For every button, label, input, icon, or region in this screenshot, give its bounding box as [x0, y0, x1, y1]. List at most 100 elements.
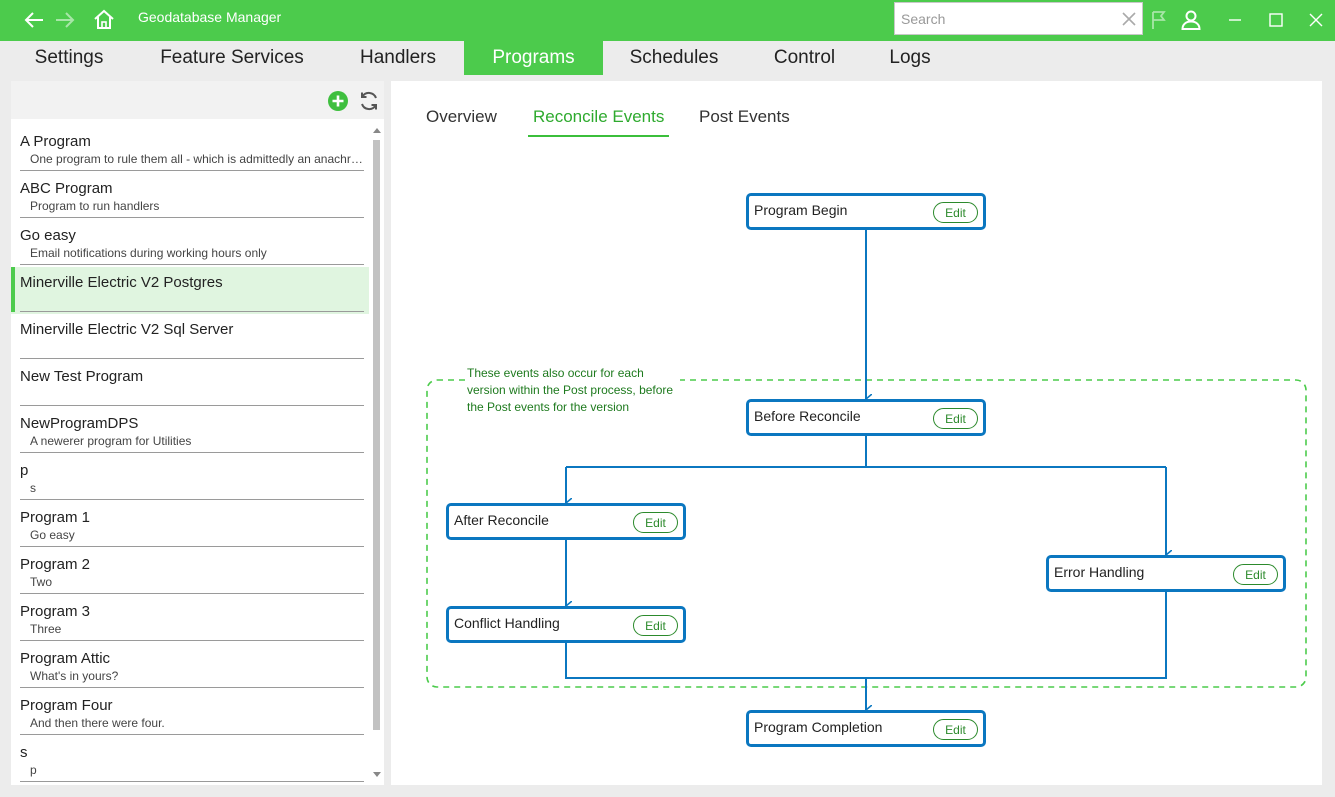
program-list-panel: A Program One program to rule them all -… — [11, 81, 384, 785]
add-circle-icon[interactable] — [326, 89, 350, 113]
divider — [20, 358, 364, 359]
program-description: Three — [30, 622, 365, 636]
node-after-reconcile[interactable]: After Reconcile Edit — [446, 503, 686, 540]
program-list: A Program One program to rule them all -… — [11, 121, 369, 781]
program-name: s — [20, 744, 28, 761]
list-scrollbar[interactable] — [372, 126, 381, 781]
program-description: Go easy — [30, 528, 365, 542]
search-input[interactable] — [895, 3, 1115, 34]
program-description: One program to rule them all - which is … — [30, 152, 365, 166]
program-description: Two — [30, 575, 365, 589]
arrow-left-icon[interactable] — [22, 8, 46, 32]
node-before-reconcile[interactable]: Before Reconcile Edit — [746, 399, 986, 436]
per-version-note: These events also occur for each version… — [465, 365, 680, 416]
home-icon[interactable] — [92, 8, 116, 32]
edit-conflict-handling-button[interactable]: Edit — [633, 615, 678, 636]
divider — [20, 405, 364, 406]
selection-bar — [11, 361, 15, 406]
maximize-icon[interactable] — [1264, 8, 1288, 32]
app-title: Geodatabase Manager — [138, 9, 281, 25]
close-icon[interactable] — [1304, 8, 1328, 32]
list-item[interactable]: s p — [11, 737, 369, 784]
scroll-thumb[interactable] — [373, 140, 380, 730]
divider — [20, 499, 364, 500]
list-item[interactable]: ABC Program Program to run handlers — [11, 173, 369, 220]
node-conflict-handling[interactable]: Conflict Handling Edit — [446, 606, 686, 643]
edit-program-begin-button[interactable]: Edit — [933, 202, 978, 223]
list-item-selected[interactable]: Minerville Electric V2 Postgres — [11, 267, 369, 314]
list-item[interactable]: Minerville Electric V2 Sql Server — [11, 314, 369, 361]
node-program-completion[interactable]: Program Completion Edit — [746, 710, 986, 747]
edit-program-completion-button[interactable]: Edit — [933, 719, 978, 740]
selection-bar — [11, 408, 15, 453]
list-item[interactable]: New Test Program — [11, 361, 369, 408]
clear-search-icon[interactable] — [1120, 10, 1138, 28]
list-item[interactable]: Program 1 Go easy — [11, 502, 369, 549]
program-name: A Program — [20, 133, 91, 150]
selection-bar — [11, 596, 15, 641]
program-name: Program 3 — [20, 603, 90, 620]
tab-feature-services[interactable]: Feature Services — [142, 41, 322, 75]
program-name: Go easy — [20, 227, 76, 244]
program-description: A newerer program for Utilities — [30, 434, 365, 448]
program-name: NewProgramDPS — [20, 415, 138, 432]
arrow-right-icon[interactable] — [53, 8, 77, 32]
tab-logs[interactable]: Logs — [875, 41, 945, 75]
selection-bar — [11, 314, 15, 359]
list-item[interactable]: Program 3 Three — [11, 596, 369, 643]
program-name: Minerville Electric V2 Postgres — [20, 274, 223, 291]
main-tab-bar: Settings Feature Services Handlers Progr… — [0, 41, 1335, 76]
tab-control[interactable]: Control — [758, 41, 851, 75]
program-name: p — [20, 462, 28, 479]
title-bar: Geodatabase Manager — [0, 0, 1335, 41]
edit-error-handling-button[interactable]: Edit — [1233, 564, 1278, 585]
list-item[interactable]: A Program One program to rule them all -… — [11, 126, 369, 173]
node-label: After Reconcile — [454, 512, 549, 528]
edit-after-reconcile-button[interactable]: Edit — [633, 512, 678, 533]
divider — [20, 687, 364, 688]
program-description: Program to run handlers — [30, 199, 365, 213]
list-item[interactable]: Program Four And then there were four. — [11, 690, 369, 737]
node-program-begin[interactable]: Program Begin Edit — [746, 193, 986, 230]
node-error-handling[interactable]: Error Handling Edit — [1046, 555, 1286, 592]
selection-bar — [11, 502, 15, 547]
list-item[interactable]: Go easy Email notifications during worki… — [11, 220, 369, 267]
scroll-down-icon[interactable] — [373, 772, 381, 777]
list-item[interactable]: Program 2 Two — [11, 549, 369, 596]
divider — [20, 264, 364, 265]
scroll-up-icon[interactable] — [373, 128, 381, 133]
divider — [20, 781, 364, 782]
selection-bar — [11, 267, 15, 312]
program-name: New Test Program — [20, 368, 143, 385]
divider — [20, 311, 364, 312]
divider — [20, 217, 364, 218]
flag-icon[interactable] — [1147, 8, 1171, 32]
refresh-icon[interactable] — [357, 89, 381, 113]
tab-handlers[interactable]: Handlers — [342, 41, 454, 75]
node-label: Conflict Handling — [454, 615, 560, 631]
list-item[interactable]: p s — [11, 455, 369, 502]
divider — [20, 170, 364, 171]
program-description: What's in yours? — [30, 669, 365, 683]
user-icon[interactable] — [1179, 8, 1203, 32]
program-name: Program 1 — [20, 509, 90, 526]
tab-programs[interactable]: Programs — [464, 41, 603, 75]
program-name: Program Four — [20, 697, 113, 714]
divider — [20, 640, 364, 641]
minimize-icon[interactable] — [1223, 8, 1247, 32]
edit-before-reconcile-button[interactable]: Edit — [933, 408, 978, 429]
divider — [20, 734, 364, 735]
selection-bar — [11, 220, 15, 265]
program-detail-panel: Overview Reconcile Events Post Events Th… — [391, 81, 1322, 785]
list-item[interactable]: Program Attic What's in yours? — [11, 643, 369, 690]
reconcile-flow-diagram: These events also occur for each version… — [391, 81, 1322, 785]
selection-bar — [11, 643, 15, 688]
list-item[interactable]: NewProgramDPS A newerer program for Util… — [11, 408, 369, 455]
tab-settings[interactable]: Settings — [18, 41, 120, 75]
program-description: s — [30, 481, 365, 495]
node-label: Program Completion — [754, 719, 882, 735]
tab-schedules[interactable]: Schedules — [613, 41, 735, 75]
selection-bar — [11, 126, 15, 171]
program-description: Email notifications during working hours… — [30, 246, 365, 260]
program-name: Minerville Electric V2 Sql Server — [20, 321, 233, 338]
